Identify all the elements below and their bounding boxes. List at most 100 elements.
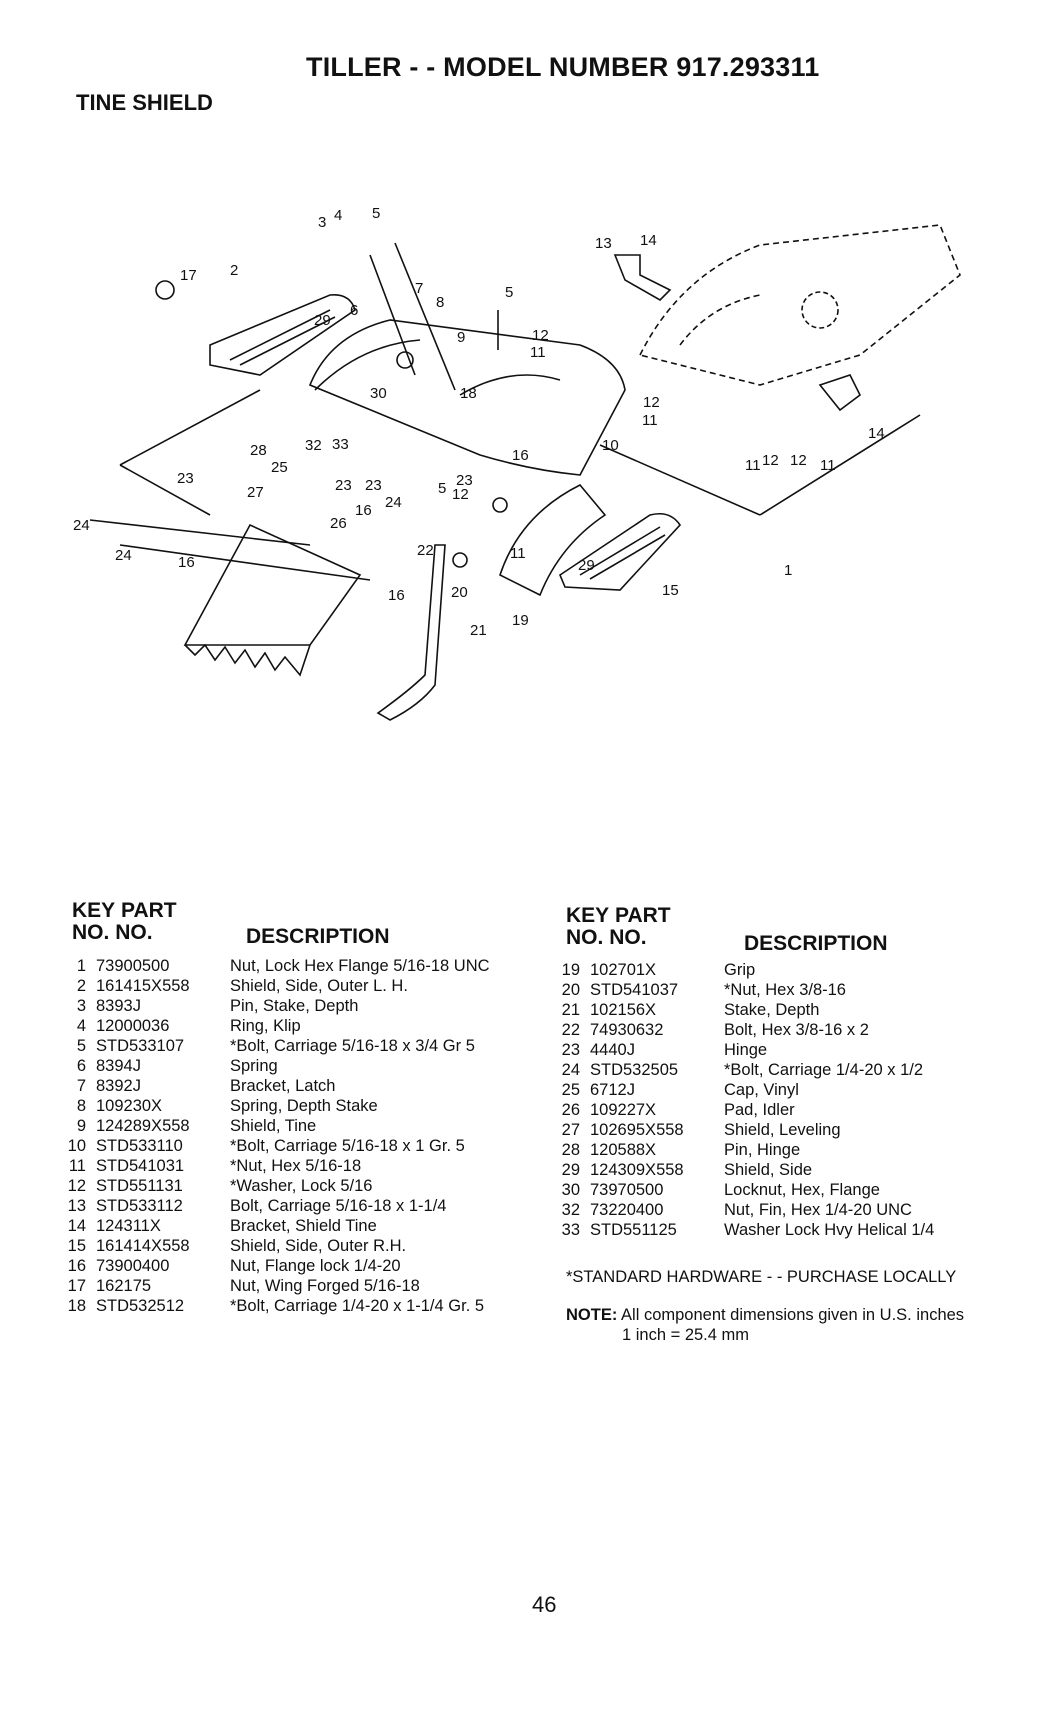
cell-desc: Pin, Stake, Depth (230, 997, 359, 1015)
cell-key: 11 (68, 1157, 86, 1175)
description-header-right: DESCRIPTION (744, 932, 888, 955)
callout-label: 20 (451, 584, 468, 601)
cell-key: 19 (561, 961, 580, 979)
callout-label: 11 (510, 545, 526, 562)
table-row: 4 12000036 Ring, Klip (60, 1016, 540, 1036)
callout-label: 29 (578, 557, 595, 574)
callout-label: 17 (180, 267, 197, 284)
callout-label: 13 (595, 235, 612, 252)
cell-part: 102156X (590, 1001, 657, 1019)
callout-label: 4 (334, 207, 342, 224)
cell-part: 8392J (96, 1077, 141, 1095)
cell-desc: Hinge (724, 1041, 768, 1059)
cell-key: 30 (561, 1181, 580, 1199)
cell-desc: Nut, Wing Forged 5/16-18 (230, 1277, 420, 1295)
cell-part: 124309X558 (590, 1161, 684, 1179)
cell-part: STD551131 (96, 1177, 183, 1195)
cell-part: 8393J (96, 997, 141, 1015)
cell-key: 6 (76, 1057, 86, 1075)
cell-desc: Cap, Vinyl (724, 1081, 799, 1099)
cell-desc: Washer Lock Hvy Helical 1/4 (724, 1221, 935, 1239)
cell-key: 4 (76, 1017, 86, 1035)
callout-label: 11 (642, 412, 658, 429)
cell-part: 8394J (96, 1057, 141, 1075)
cell-desc: Shield, Side, Outer L. H. (230, 977, 408, 995)
callout-label: 11 (745, 457, 761, 474)
callout-label: 5 (438, 480, 446, 497)
callout-label: 18 (460, 385, 477, 402)
callout-label: 12 (532, 327, 549, 344)
cell-key: 23 (561, 1041, 580, 1059)
cell-desc: *Bolt, Carriage 5/16-18 x 1 Gr. 5 (230, 1137, 465, 1155)
callout-label: 2 (230, 262, 238, 279)
page-number: 46 (532, 1592, 557, 1617)
cell-key: 17 (67, 1277, 86, 1295)
cell-desc: Ring, Klip (230, 1017, 301, 1035)
cell-desc: Stake, Depth (724, 1001, 820, 1019)
cell-part: STD533112 (96, 1197, 183, 1215)
cell-desc: Nut, Fin, Hex 1/4-20 UNC (724, 1201, 912, 1219)
callout-label: 23 (335, 477, 352, 494)
callout-label: 24 (73, 517, 90, 534)
table-row: 23 4440J Hinge (554, 1040, 1034, 1060)
cell-part: 12000036 (96, 1017, 170, 1035)
callout-label: 15 (662, 582, 679, 599)
cell-key: 25 (561, 1081, 580, 1099)
cell-part: 4440J (590, 1041, 635, 1059)
cell-key: 1 (76, 957, 86, 975)
callout-label: 24 (115, 547, 132, 564)
callout-label: 11 (820, 457, 836, 474)
cell-key: 2 (76, 977, 86, 995)
callout-label: 23 (365, 477, 382, 494)
cell-key: 5 (76, 1037, 86, 1055)
callout-label: 24 (385, 494, 402, 511)
cell-part: 73970500 (590, 1181, 664, 1199)
callout-label: 26 (330, 515, 347, 532)
callout-label: 6 (350, 302, 358, 319)
cell-desc: Bracket, Latch (230, 1077, 336, 1095)
callout-label: 16 (388, 587, 405, 604)
cell-part: STD533110 (96, 1137, 183, 1155)
cell-key: 9 (76, 1117, 86, 1135)
diagram-callouts: 17 2 3 4 5 6 7 8 29 9 5 30 18 13 14 12 1… (73, 205, 885, 639)
cell-key: 24 (561, 1061, 580, 1079)
cell-desc: Nut, Lock Hex Flange 5/16-18 UNC (230, 957, 490, 975)
cell-desc: Bolt, Hex 3/8-16 x 2 (724, 1021, 869, 1039)
callout-label: 3 (318, 214, 326, 231)
callout-label: 28 (250, 442, 267, 459)
cell-key: 18 (67, 1297, 86, 1315)
description-header: DESCRIPTION (246, 925, 390, 948)
cell-key: 7 (76, 1077, 86, 1095)
cell-part: 73900400 (96, 1257, 170, 1275)
callout-label: 14 (868, 425, 885, 442)
cell-key: 33 (561, 1221, 580, 1239)
callout-label: 21 (470, 622, 487, 639)
exploded-parts-diagram: 17 2 3 4 5 6 7 8 29 9 5 30 18 13 14 12 1… (73, 205, 961, 721)
callout-label: 16 (512, 447, 529, 464)
callout-label: 12 (762, 452, 779, 469)
cell-key: 32 (561, 1201, 580, 1219)
callout-label: 1 (784, 562, 792, 579)
cell-part: 74930632 (590, 1021, 664, 1039)
cell-desc: *Nut, Hex 3/8-16 (724, 981, 846, 999)
cell-desc: Pin, Hinge (724, 1141, 801, 1159)
cell-part: 124289X558 (96, 1117, 190, 1135)
cell-desc: *Bolt, Carriage 1/4-20 x 1/2 (724, 1061, 924, 1079)
key-no-header: KEY PART NO. NO. (72, 899, 177, 944)
